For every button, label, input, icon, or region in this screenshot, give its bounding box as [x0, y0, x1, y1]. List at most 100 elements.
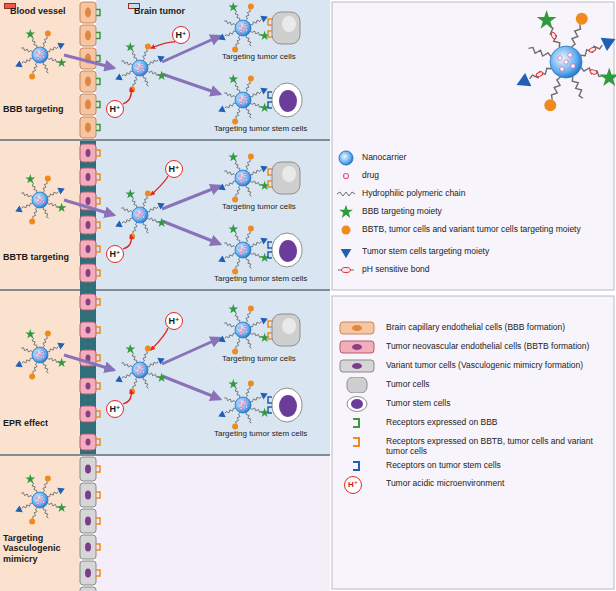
illustration-part — [0, 454, 330, 456]
proton-circle: H⁺ — [172, 26, 190, 44]
region-title: Blood vessel — [10, 6, 66, 16]
illustration-part — [240, 30, 242, 32]
illustration-part — [162, 186, 220, 209]
illustration-part — [352, 325, 362, 331]
illustration-part — [43, 507, 48, 518]
legend-text: Tumor neovascular endothelial cells (BBT… — [386, 341, 610, 351]
illustration-part — [235, 170, 251, 186]
illustration-part — [568, 53, 572, 57]
illustration-part — [225, 253, 236, 258]
illustration-part — [250, 242, 261, 247]
illustration-part — [25, 474, 35, 483]
illustration-part — [96, 102, 100, 108]
illustration-part — [96, 270, 100, 276]
illustration-part — [86, 383, 91, 390]
route-band: Targeting Vasculogenic mimicry — [0, 455, 330, 591]
illustration-part — [148, 218, 159, 223]
proton-circle: H⁺ — [106, 245, 124, 263]
illustration-part — [96, 439, 100, 445]
illustration-part — [240, 252, 242, 254]
illustration-part — [33, 208, 38, 219]
illustration-part — [353, 419, 359, 427]
illustration-part — [57, 485, 66, 494]
illustration-part — [42, 201, 44, 203]
illustration-part — [57, 358, 67, 367]
illustration-part — [246, 35, 251, 46]
illustration-part — [25, 329, 35, 338]
region-label: Brain tumor — [128, 3, 140, 9]
nanocarrier-icon — [217, 2, 270, 53]
legend-text: Variant tumor cells (Vasculogenic mimicr… — [386, 360, 610, 370]
illustration-part — [268, 397, 272, 403]
illustration-part — [239, 97, 241, 99]
legend-text: Tumor acidic microenvironment — [386, 478, 610, 488]
illustration-part — [85, 491, 91, 500]
illustration-part — [96, 125, 100, 131]
illustration-part — [148, 373, 159, 378]
illustration-part — [64, 200, 114, 215]
illustration-part — [147, 60, 158, 65]
illustration-part — [347, 397, 367, 412]
illustration-part — [224, 398, 235, 403]
illustration-part — [29, 74, 35, 80]
illustration-part — [224, 93, 235, 98]
illustration-part — [132, 50, 137, 61]
illustration-part — [244, 245, 246, 247]
illustration-part — [64, 355, 114, 370]
ion-text: H⁺ — [168, 164, 179, 174]
illustration-part — [47, 192, 58, 197]
illustration-part — [251, 408, 262, 413]
illustration-part — [86, 269, 91, 277]
proton-circle: H⁺ — [165, 160, 183, 178]
illustration-part — [86, 411, 91, 418]
illustration-part — [246, 81, 251, 92]
illustration-part — [114, 73, 123, 82]
illustration-part — [217, 183, 226, 192]
illustration-part — [41, 350, 43, 352]
illustration-part — [114, 220, 123, 229]
illustration-part — [96, 466, 100, 472]
illustration-part — [114, 375, 123, 384]
illustration-part — [85, 8, 91, 18]
illustration-part — [42, 356, 44, 358]
proton-circle: H⁺ — [106, 400, 124, 418]
illustration-part — [148, 71, 159, 76]
illustration-part — [21, 493, 32, 498]
illustration-part — [225, 31, 236, 36]
illustration-part — [48, 203, 59, 208]
illustration-part — [96, 570, 100, 576]
illustration-part — [123, 390, 131, 404]
target-label: Targeting tumor stem cells — [214, 429, 307, 439]
illustration-part — [244, 95, 246, 97]
illustration-part — [232, 119, 238, 125]
illustration-part — [142, 371, 144, 373]
route-title: Targeting Vasculogenic mimicry — [3, 533, 77, 564]
illustration-part — [151, 42, 175, 48]
illustration-part — [0, 289, 330, 291]
illustration-part — [560, 67, 564, 71]
illustration-part — [245, 29, 247, 31]
illustration-part — [43, 36, 48, 47]
illustration-part — [272, 83, 302, 117]
illustration-part — [80, 216, 96, 234]
illustration-part — [123, 235, 131, 249]
illustration-part — [282, 166, 296, 182]
illustration-part — [29, 374, 35, 380]
illustration-part — [272, 314, 300, 346]
illustration-part — [251, 181, 262, 186]
target-label: Targeting tumor cells — [222, 354, 296, 364]
illustration-part — [272, 233, 302, 267]
illustration-part — [45, 175, 51, 181]
illustration-part — [129, 389, 135, 395]
illustration-part — [136, 212, 138, 214]
illustration-part — [342, 268, 351, 273]
illustration-part — [341, 249, 352, 258]
illustration-part — [132, 352, 137, 363]
tumor-cell — [268, 162, 300, 194]
nanocarrier-icon — [217, 74, 270, 125]
illustration-part — [80, 264, 96, 282]
legend-text: BBB targeting moiety — [362, 206, 610, 216]
illustration-part — [21, 193, 32, 198]
illustration-part — [235, 20, 251, 36]
legend-text: Nanocarrier — [362, 152, 610, 162]
